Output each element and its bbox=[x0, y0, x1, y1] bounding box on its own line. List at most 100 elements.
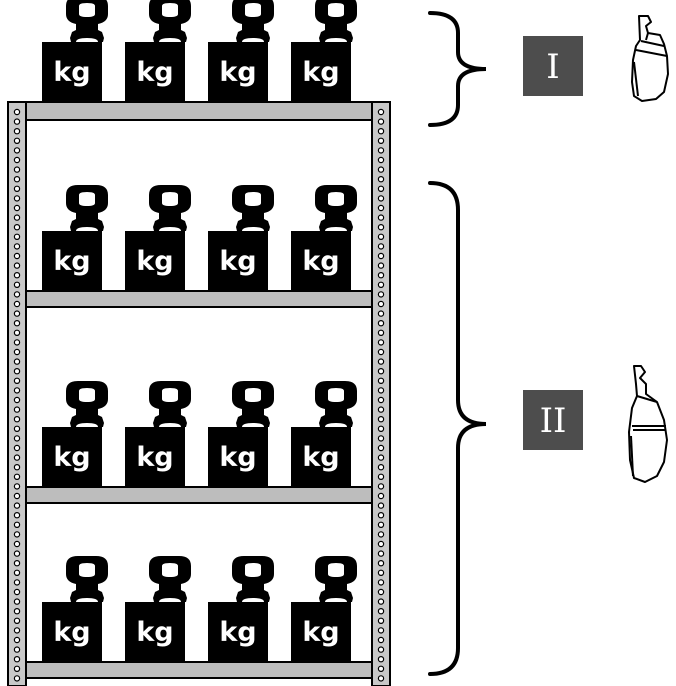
upright-hole bbox=[377, 646, 385, 653]
kg-label: kg bbox=[302, 442, 339, 473]
kg-label: kg bbox=[219, 246, 256, 277]
upright-hole bbox=[13, 214, 21, 221]
upright-hole bbox=[13, 204, 21, 212]
upright-hole bbox=[377, 569, 385, 577]
brace-group-1 bbox=[428, 11, 487, 127]
upright-hole bbox=[377, 617, 385, 625]
upright-hole bbox=[377, 185, 385, 192]
upright-hole bbox=[377, 320, 385, 327]
upright-hole bbox=[13, 627, 21, 634]
kg-weight: kg bbox=[42, 185, 108, 291]
upright-hole bbox=[377, 454, 385, 461]
upright-hole bbox=[13, 483, 21, 490]
upright-hole bbox=[13, 675, 21, 682]
upright-hole bbox=[377, 147, 385, 154]
brace-group-2 bbox=[428, 181, 487, 676]
upright-hole bbox=[13, 262, 21, 269]
upright-hole bbox=[377, 310, 385, 317]
upright-hole bbox=[377, 223, 385, 231]
right-upright bbox=[371, 101, 391, 686]
kg-weight: kg bbox=[42, 381, 108, 487]
upright-hole bbox=[13, 444, 21, 452]
kg-weight: kg bbox=[42, 0, 108, 102]
upright-hole bbox=[377, 473, 385, 480]
group-label-1: I bbox=[523, 36, 583, 96]
upright-hole bbox=[13, 291, 21, 298]
upright-hole bbox=[377, 204, 385, 212]
upright-hole bbox=[13, 665, 21, 673]
shelf-beam-1 bbox=[25, 101, 373, 121]
kg-weight: kg bbox=[42, 556, 108, 662]
upright-hole bbox=[377, 166, 385, 173]
upright-hole bbox=[13, 233, 21, 240]
upright-hole bbox=[13, 588, 21, 596]
kg-label: kg bbox=[53, 246, 90, 277]
upright-hole bbox=[13, 598, 21, 605]
left-upright-holes bbox=[13, 108, 21, 682]
kg-label: kg bbox=[302, 246, 339, 277]
upright-hole bbox=[377, 425, 385, 432]
upright-hole bbox=[13, 223, 21, 231]
upright-hole bbox=[13, 387, 21, 394]
upright-hole bbox=[13, 617, 21, 625]
upright-hole bbox=[377, 464, 385, 471]
upright-hole bbox=[13, 464, 21, 471]
kg-label: kg bbox=[136, 57, 173, 88]
kg-weight: kg bbox=[125, 185, 191, 291]
upright-hole bbox=[13, 348, 21, 356]
group-label-1-text: I bbox=[546, 47, 559, 87]
shelf-beams bbox=[25, 101, 373, 679]
upright-hole bbox=[13, 396, 21, 404]
upright-hole bbox=[377, 348, 385, 356]
group-label-2-text: II bbox=[540, 401, 567, 441]
upright-hole bbox=[13, 156, 21, 164]
upright-hole bbox=[13, 377, 21, 384]
upright-hole bbox=[377, 233, 385, 240]
upright-hole bbox=[13, 281, 21, 288]
upright-hole bbox=[377, 435, 385, 442]
upright-hole bbox=[13, 492, 21, 500]
upright-hole bbox=[377, 636, 385, 644]
upright-hole bbox=[13, 569, 21, 577]
upright-hole bbox=[377, 118, 385, 125]
kg-label: kg bbox=[219, 442, 256, 473]
upright-hole bbox=[377, 291, 385, 298]
upright-hole bbox=[13, 636, 21, 644]
upright-hole bbox=[13, 118, 21, 125]
long-clip-icon bbox=[628, 365, 668, 483]
upright-hole bbox=[13, 646, 21, 653]
upright-hole bbox=[13, 329, 21, 336]
upright-hole bbox=[377, 329, 385, 336]
upright-hole bbox=[377, 588, 385, 596]
kg-label: kg bbox=[136, 246, 173, 277]
upright-hole bbox=[13, 358, 21, 365]
upright-hole bbox=[377, 127, 385, 135]
upright-hole bbox=[377, 377, 385, 384]
kg-weight: kg bbox=[291, 185, 357, 291]
upright-hole bbox=[377, 175, 385, 183]
upright-hole bbox=[377, 550, 385, 557]
upright-hole bbox=[13, 425, 21, 432]
upright-hole bbox=[13, 531, 21, 538]
upright-hole bbox=[377, 627, 385, 634]
right-upright-holes bbox=[377, 108, 385, 682]
kg-label: kg bbox=[136, 617, 173, 648]
upright-hole bbox=[13, 416, 21, 423]
upright-hole bbox=[377, 512, 385, 519]
upright-hole bbox=[13, 608, 21, 615]
upright-hole bbox=[13, 127, 21, 135]
upright-hole bbox=[13, 137, 21, 144]
shelf-beam-4 bbox=[25, 661, 373, 679]
short-clip-icon bbox=[631, 15, 669, 102]
left-upright bbox=[7, 101, 27, 686]
upright-hole bbox=[13, 521, 21, 529]
kg-label: kg bbox=[219, 617, 256, 648]
group-label-2: II bbox=[523, 390, 583, 450]
upright-hole bbox=[13, 454, 21, 461]
upright-hole bbox=[377, 156, 385, 164]
upright-hole bbox=[377, 243, 385, 250]
upright-hole bbox=[13, 540, 21, 548]
kg-weight: kg bbox=[208, 0, 274, 102]
upright-hole bbox=[377, 521, 385, 529]
